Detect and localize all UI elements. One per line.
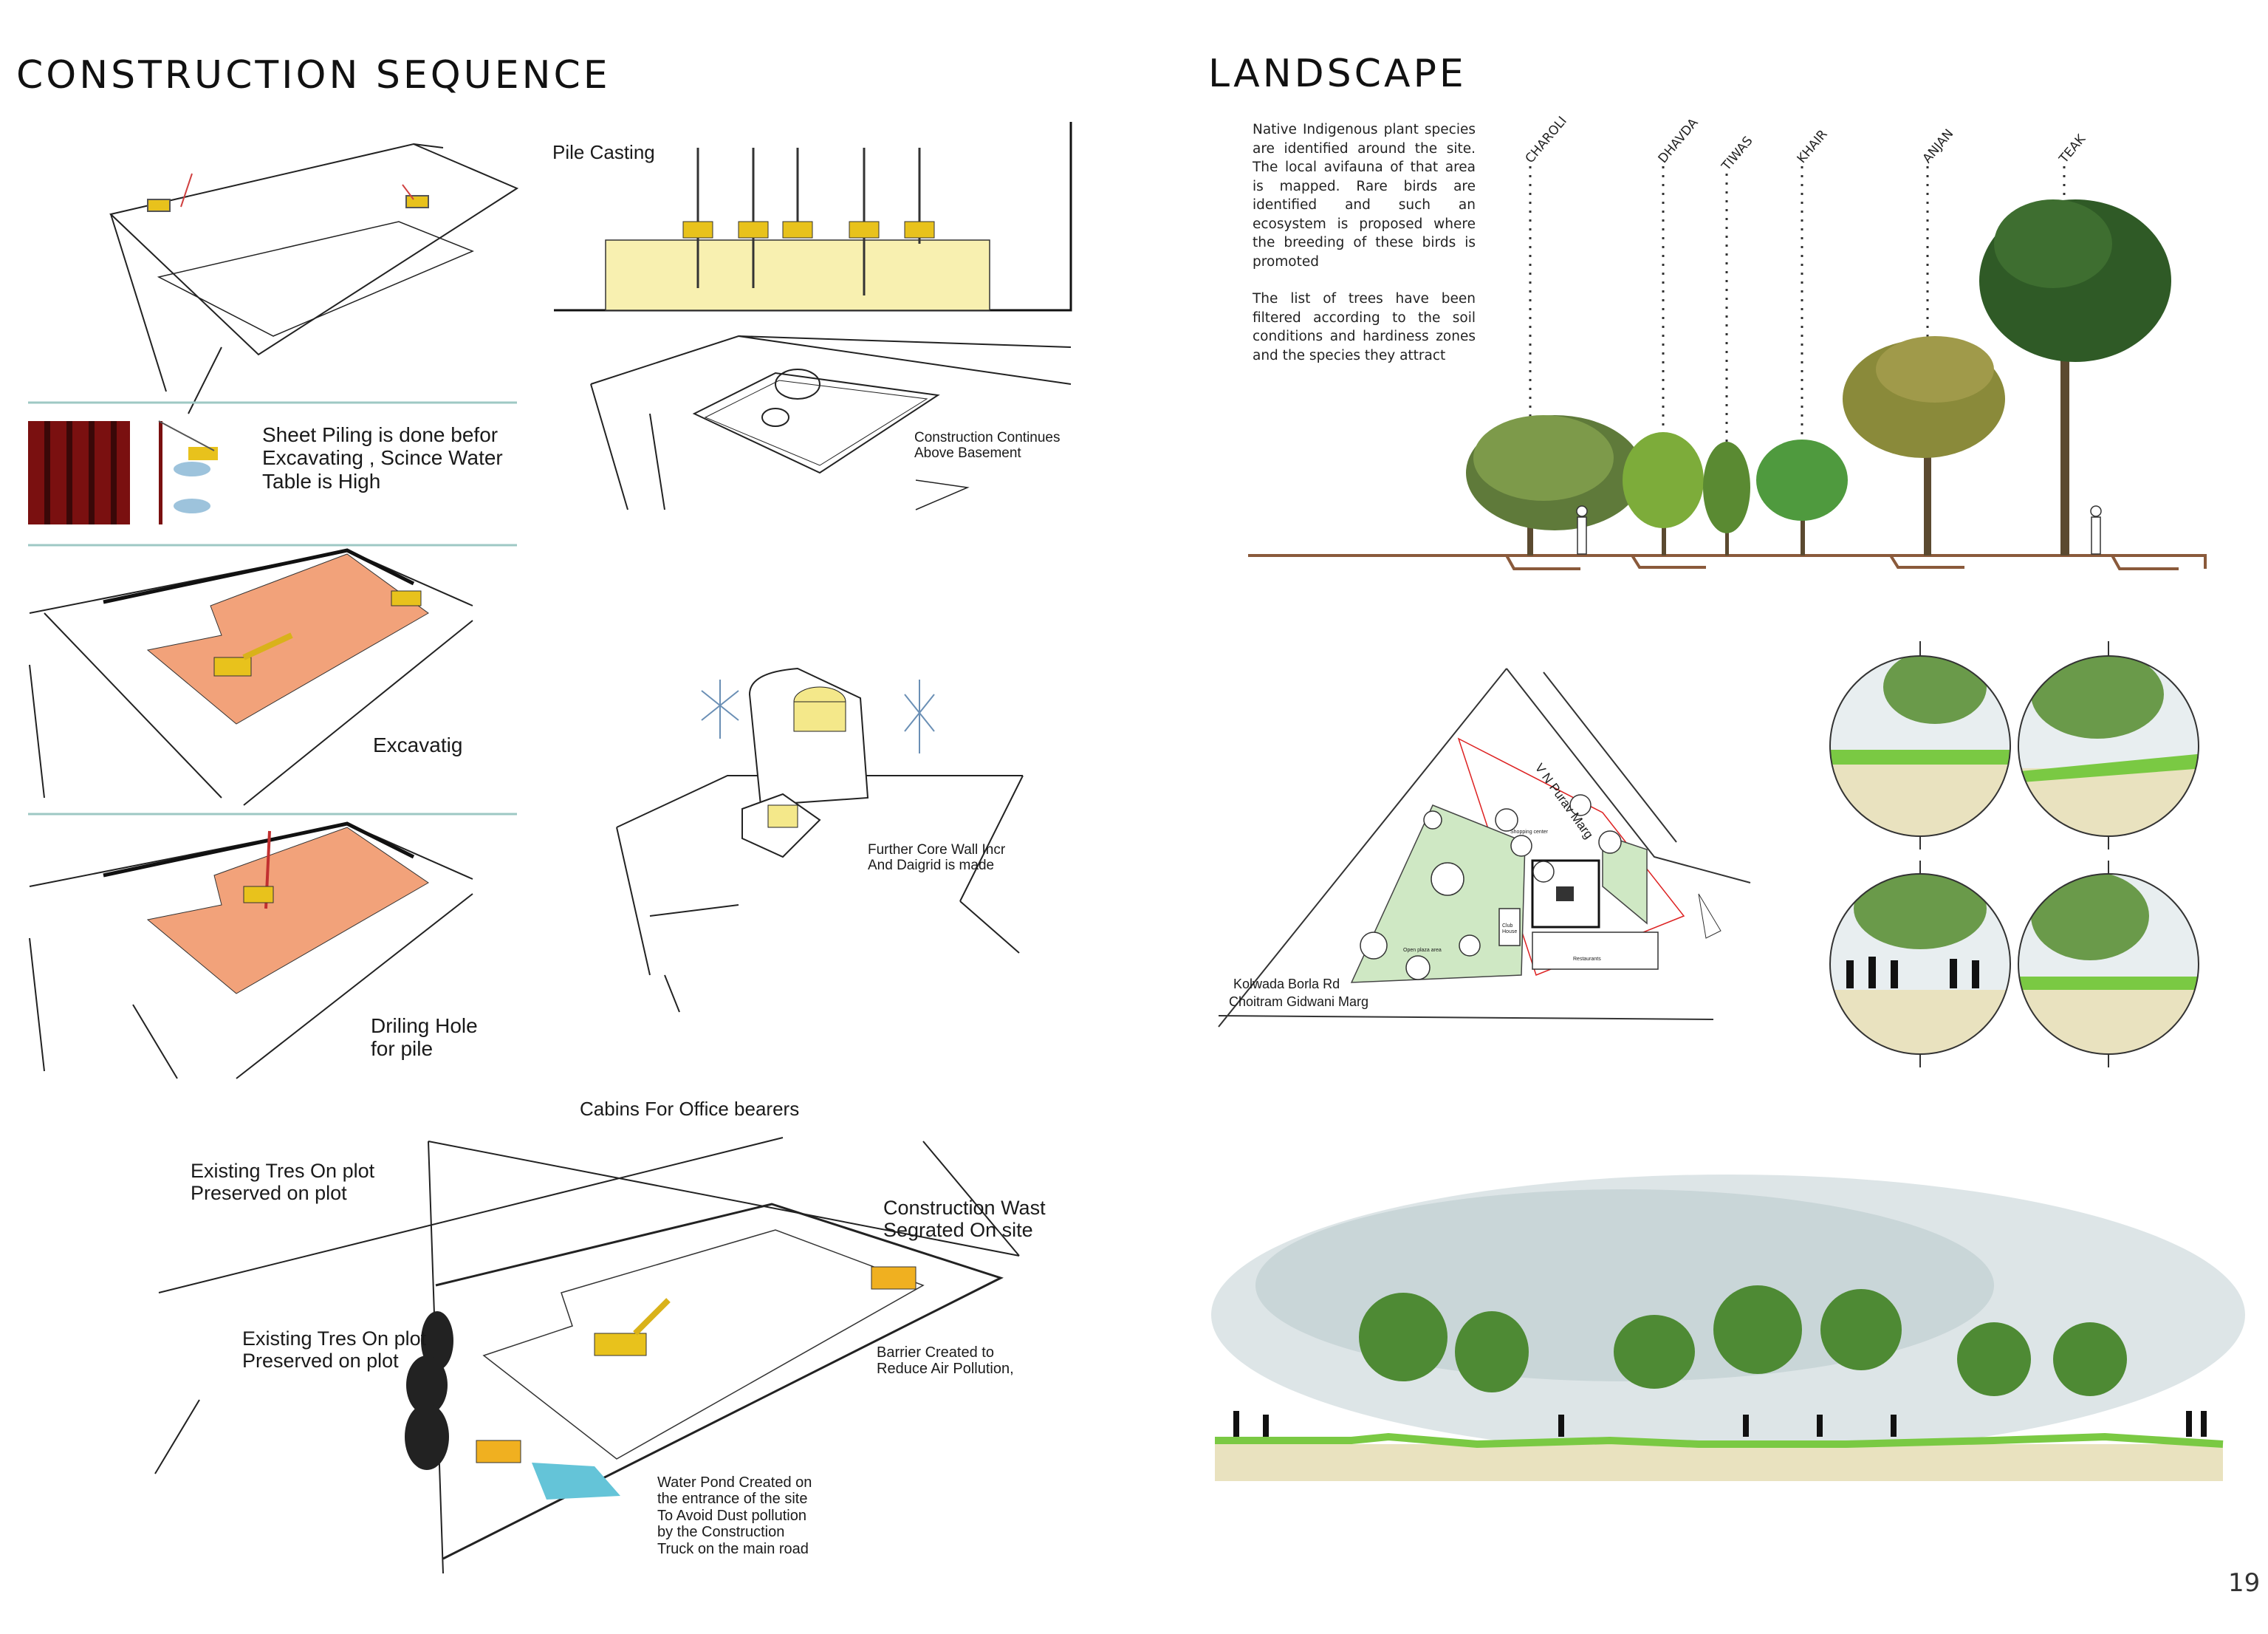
drilling-label: Driling Hole for pile	[371, 1014, 478, 1061]
construction-waste-label: Construction Wast Segrated On site	[883, 1197, 1046, 1242]
club-house-label: Club House	[1502, 923, 1518, 934]
page-number: 19	[2228, 1568, 2261, 1598]
tree-teak	[1979, 199, 2171, 556]
sheet-piling-panel	[28, 420, 218, 524]
core-wall-panel	[616, 667, 1024, 1013]
sheet-piling-label: Sheet Piling is done befor Excavating , …	[262, 423, 503, 493]
tree-tiwas	[1703, 442, 1750, 556]
excavating-label: Excavatig	[373, 734, 463, 756]
landscape-description: Native Indigenous plant species are iden…	[1253, 120, 1476, 383]
landscape-heading: LANDSCAPE	[1208, 52, 1467, 96]
tree-khair	[1756, 440, 1848, 556]
tree-dhavda	[1623, 432, 1704, 556]
pile-casting-panel	[554, 122, 1072, 312]
tree-anjan	[1843, 336, 2005, 556]
construction-drawings	[28, 122, 1072, 1574]
paragraph-2: The list of trees have been filtered acc…	[1253, 291, 1476, 363]
road-label-choitram: Choitram Gidwani Marg	[1229, 994, 1369, 1009]
paragraph-1: Native Indigenous plant species are iden…	[1253, 122, 1476, 270]
existing-trees-mid-label: Existing Tres On plot Preserved on plot	[242, 1327, 427, 1373]
site-outline-panel	[109, 143, 519, 414]
cabins-label: Cabins For Office bearers	[580, 1098, 800, 1120]
drilling-panel	[29, 821, 473, 1079]
water-pond-label: Water Pond Created on the entrance of th…	[657, 1474, 812, 1557]
construction-sequence-heading: CONSTRUCTION SEQUENCE	[16, 53, 611, 98]
road-label-kolwada: Kolwada Borla Rd	[1233, 977, 1340, 991]
core-wall-label: Further Core Wall Incr And Daigrid is ma…	[868, 842, 1006, 874]
site-logistics-panel	[154, 1137, 1020, 1574]
tree-charoli	[1466, 415, 1643, 556]
barrier-label: Barrier Created to Reduce Air Pollution,	[877, 1344, 1014, 1378]
basement-panel	[590, 335, 1072, 510]
pile-casting-label: Pile Casting	[552, 141, 655, 163]
existing-trees-top-label: Existing Tres On plot Preserved on plot	[191, 1160, 375, 1205]
construction-continues-label: Construction Continues Above Basement	[914, 430, 1061, 462]
open-plaza-label: Open plaza area	[1403, 948, 1442, 953]
shopping-label: Shopping center	[1510, 830, 1548, 835]
excavating-panel	[29, 548, 473, 806]
restaurants-label: Restaurants	[1573, 957, 1601, 962]
